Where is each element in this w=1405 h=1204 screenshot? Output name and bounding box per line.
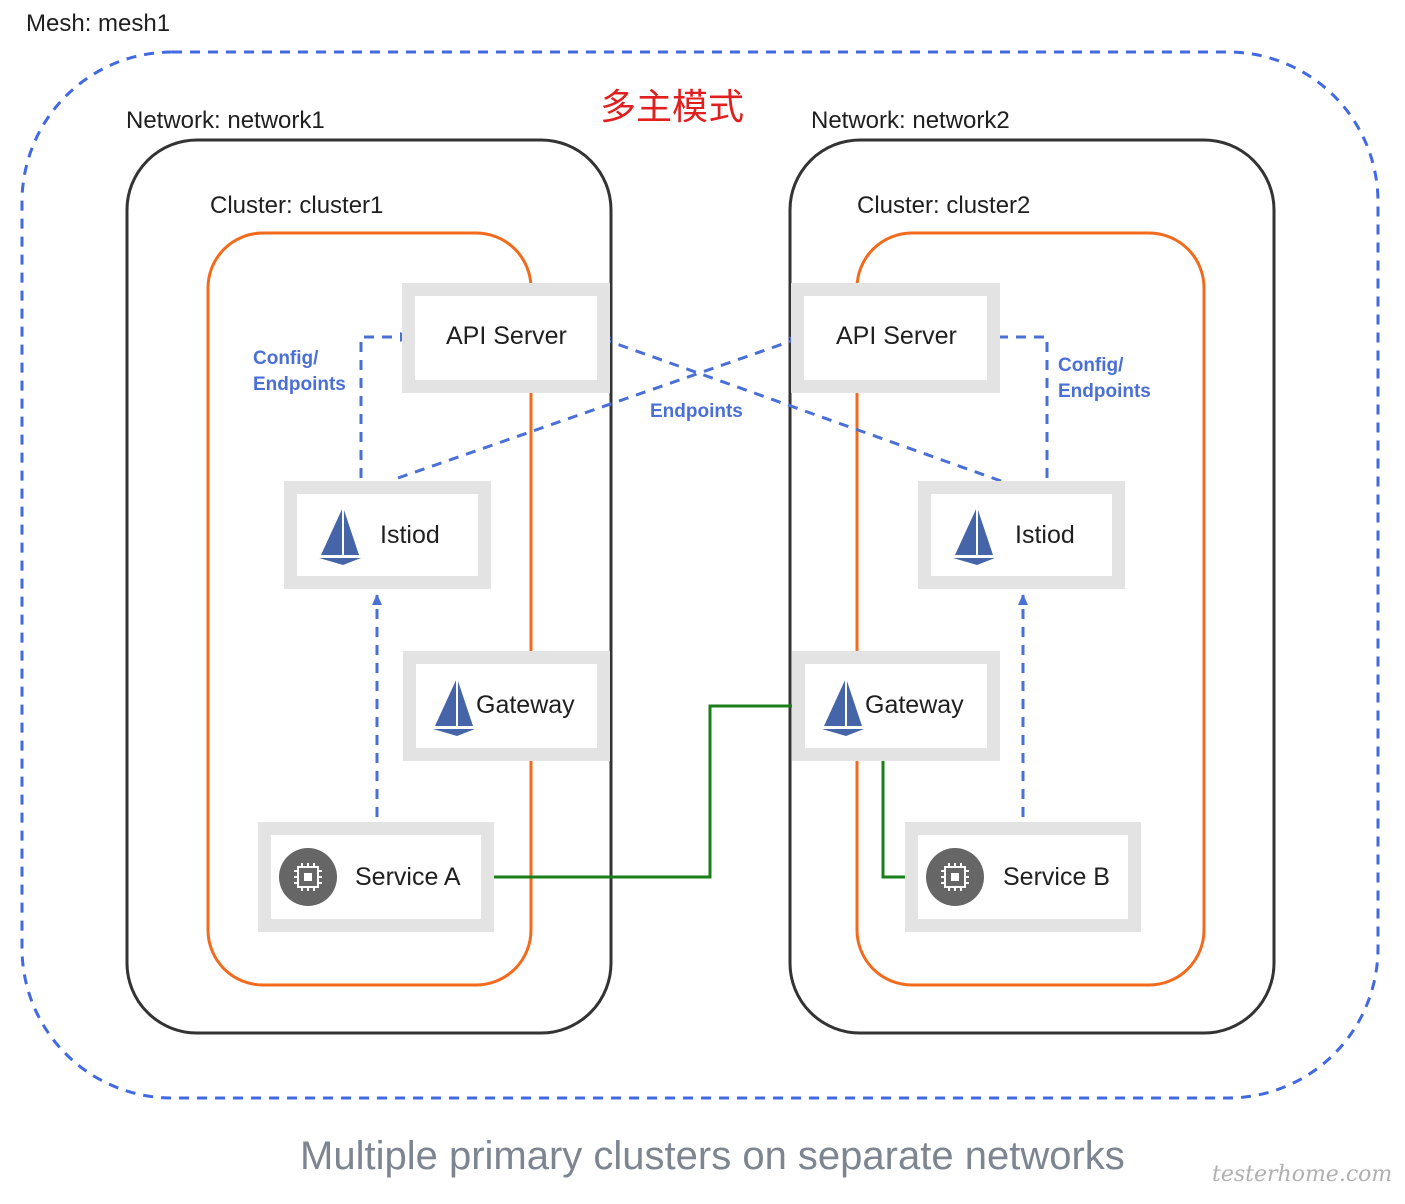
config-label-2: Config/	[1058, 355, 1124, 376]
diagram-caption: Multiple primary clusters on separate ne…	[300, 1134, 1125, 1178]
istio-sail-main	[824, 678, 862, 726]
chip-icon-core	[951, 873, 959, 881]
cross-endpoints-label: Endpoints	[650, 401, 743, 422]
gateway-1-label: Gateway	[476, 691, 575, 719]
cluster1-boundary	[206, 231, 533, 987]
network2-boundary	[788, 138, 1276, 1035]
istio-sail-hull	[822, 729, 864, 736]
istio-sail-icon	[822, 678, 864, 736]
endpoints-label-2: Endpoints	[1058, 381, 1151, 402]
cluster2-label: Cluster: cluster2	[857, 192, 1031, 219]
api-server-1-label: API Server	[446, 322, 567, 350]
mesh-label: Mesh: mesh1	[26, 10, 171, 37]
network2-label: Network: network2	[811, 107, 1010, 134]
api-server-2-box: API Server	[791, 283, 1000, 393]
config-endpoints-label-1: Config/ Endpoints	[253, 346, 346, 398]
network1-boundary	[125, 138, 613, 1035]
istio-sail-icon	[953, 507, 995, 565]
config-endpoints-label-2: Config/ Endpoints	[1058, 353, 1151, 405]
chip-icon	[926, 848, 984, 906]
istio-sail-main	[435, 678, 473, 726]
gateway-2-box: Gateway	[792, 651, 1000, 761]
istio-sail-main	[321, 507, 359, 555]
istio-sail-hull	[319, 558, 361, 565]
mesh-boundary	[20, 50, 1380, 1100]
service-b-box: Service B	[905, 822, 1141, 932]
chip-icon-pins	[941, 863, 969, 891]
istiod-2-box: Istiod	[918, 481, 1125, 589]
istio-sail-hull	[433, 729, 475, 736]
gateway-1-box: Gateway	[403, 651, 610, 761]
api-server-1-box: API Server	[402, 283, 610, 393]
istio-sail-main	[955, 507, 993, 555]
chip-icon	[279, 848, 337, 906]
gateway-2-label: Gateway	[865, 691, 964, 719]
api-server-2-label: API Server	[836, 322, 957, 350]
chip-icon-pins	[294, 863, 322, 891]
istiod-1-box: Istiod	[284, 481, 491, 589]
istio-sail-hull	[953, 558, 995, 565]
watermark: testerhome.com	[1212, 1162, 1393, 1187]
chip-icon-core	[304, 873, 312, 881]
istiod-2-label: Istiod	[1015, 521, 1075, 549]
config-label-1: Config/	[253, 348, 319, 369]
network1-label: Network: network1	[126, 107, 325, 134]
service-a-to-gateway2-traffic	[478, 701, 803, 879]
service-a-label: Service A	[355, 863, 461, 891]
istiod-1-label: Istiod	[380, 521, 440, 549]
cluster1-label: Cluster: cluster1	[210, 192, 384, 219]
istio-sail-icon	[433, 678, 475, 736]
istio-sail-icon	[319, 507, 361, 565]
service-a-box: Service A	[258, 822, 494, 932]
diagram-title: 多主模式	[600, 86, 745, 127]
cluster2-boundary	[855, 231, 1206, 987]
endpoints-label-1: Endpoints	[253, 374, 346, 395]
service-b-label: Service B	[1003, 863, 1110, 891]
